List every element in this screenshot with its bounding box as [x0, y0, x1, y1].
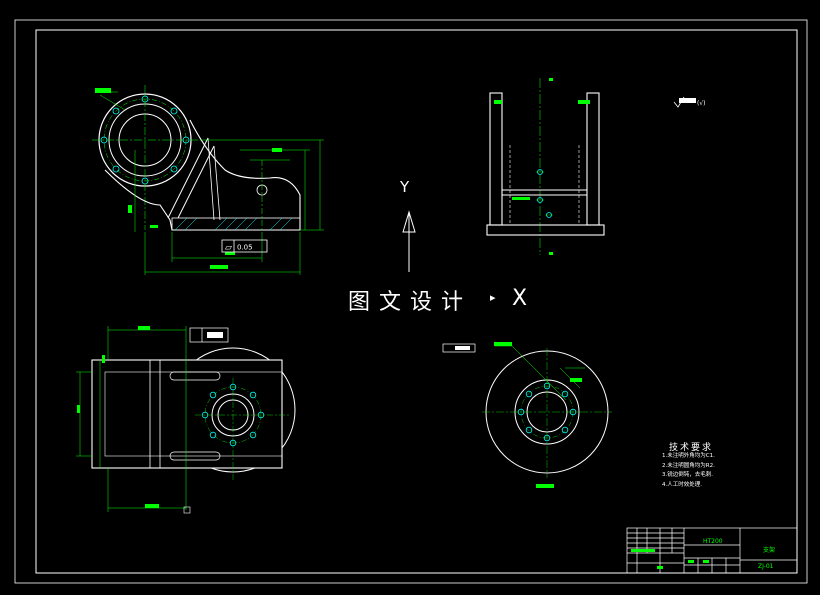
title-block [626, 527, 798, 574]
flatness-value: 0.05 [237, 244, 253, 252]
title-block-code: ZJ-01 [758, 563, 774, 570]
roughness-value: (√) [697, 100, 706, 107]
tech-requirement-item: 1.未注明外角均为C1. [662, 453, 715, 459]
tech-requirement-item: 3.锐边倒钝，去毛刺. [662, 472, 713, 478]
watermark-text: 图文设计 [348, 290, 473, 315]
inner-border [35, 29, 798, 574]
outer-border [14, 19, 808, 584]
title-block-drawing-name: 支架 [763, 547, 776, 554]
top-view [76, 326, 296, 514]
watermark-arrow-icon: ▸ [490, 291, 496, 304]
surface-roughness-note: (√) [673, 96, 706, 108]
watermark-axis-x: X [512, 286, 528, 311]
flatness-symbol: ▱ [225, 243, 232, 253]
tech-requirements-title: 技术要求 [669, 443, 714, 453]
tech-requirements-list: 1.未注明外角均为C1. 2.未注明圆角均为R2. 3.锐边倒钝，去毛刺. 4.… [662, 452, 715, 490]
title-block-material: HT200 [703, 538, 723, 545]
tech-requirement-item: 4.人工时效处理. [662, 481, 702, 488]
flange-view [442, 342, 612, 488]
watermark-axis-y: Y [400, 178, 410, 196]
y-axis-arrow [402, 210, 416, 272]
tech-requirement-item: 2.未注明圆角均为R2. [662, 462, 715, 469]
front-view: ▱ 0.05 [92, 85, 324, 275]
side-view [486, 78, 605, 255]
